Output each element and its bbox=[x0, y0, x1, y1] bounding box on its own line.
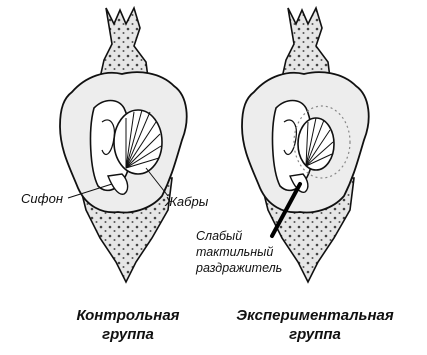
control-head bbox=[100, 8, 148, 78]
experimental-group-caption: Экспериментальная группа bbox=[208, 306, 422, 344]
control-caption-line1: Контрольная bbox=[28, 306, 228, 325]
experimental-caption-line1: Экспериментальная bbox=[208, 306, 422, 325]
experimental-gills bbox=[298, 118, 334, 170]
control-animal bbox=[60, 8, 187, 282]
experimental-caption-line2: группа bbox=[208, 325, 422, 344]
stimulus-label-line2: тактильный bbox=[196, 245, 273, 259]
experimental-head bbox=[282, 8, 330, 78]
control-group-caption: Контрольная группа bbox=[28, 306, 228, 344]
stimulus-label-line3: раздражитель bbox=[195, 261, 282, 275]
control-gills bbox=[114, 110, 162, 174]
control-caption-line2: группа bbox=[28, 325, 228, 344]
siphon-label: Сифон bbox=[21, 191, 63, 206]
stimulus-label-line1: Слабый bbox=[196, 229, 242, 243]
gills-label: Жабры bbox=[164, 194, 209, 209]
experimental-animal bbox=[242, 8, 369, 282]
